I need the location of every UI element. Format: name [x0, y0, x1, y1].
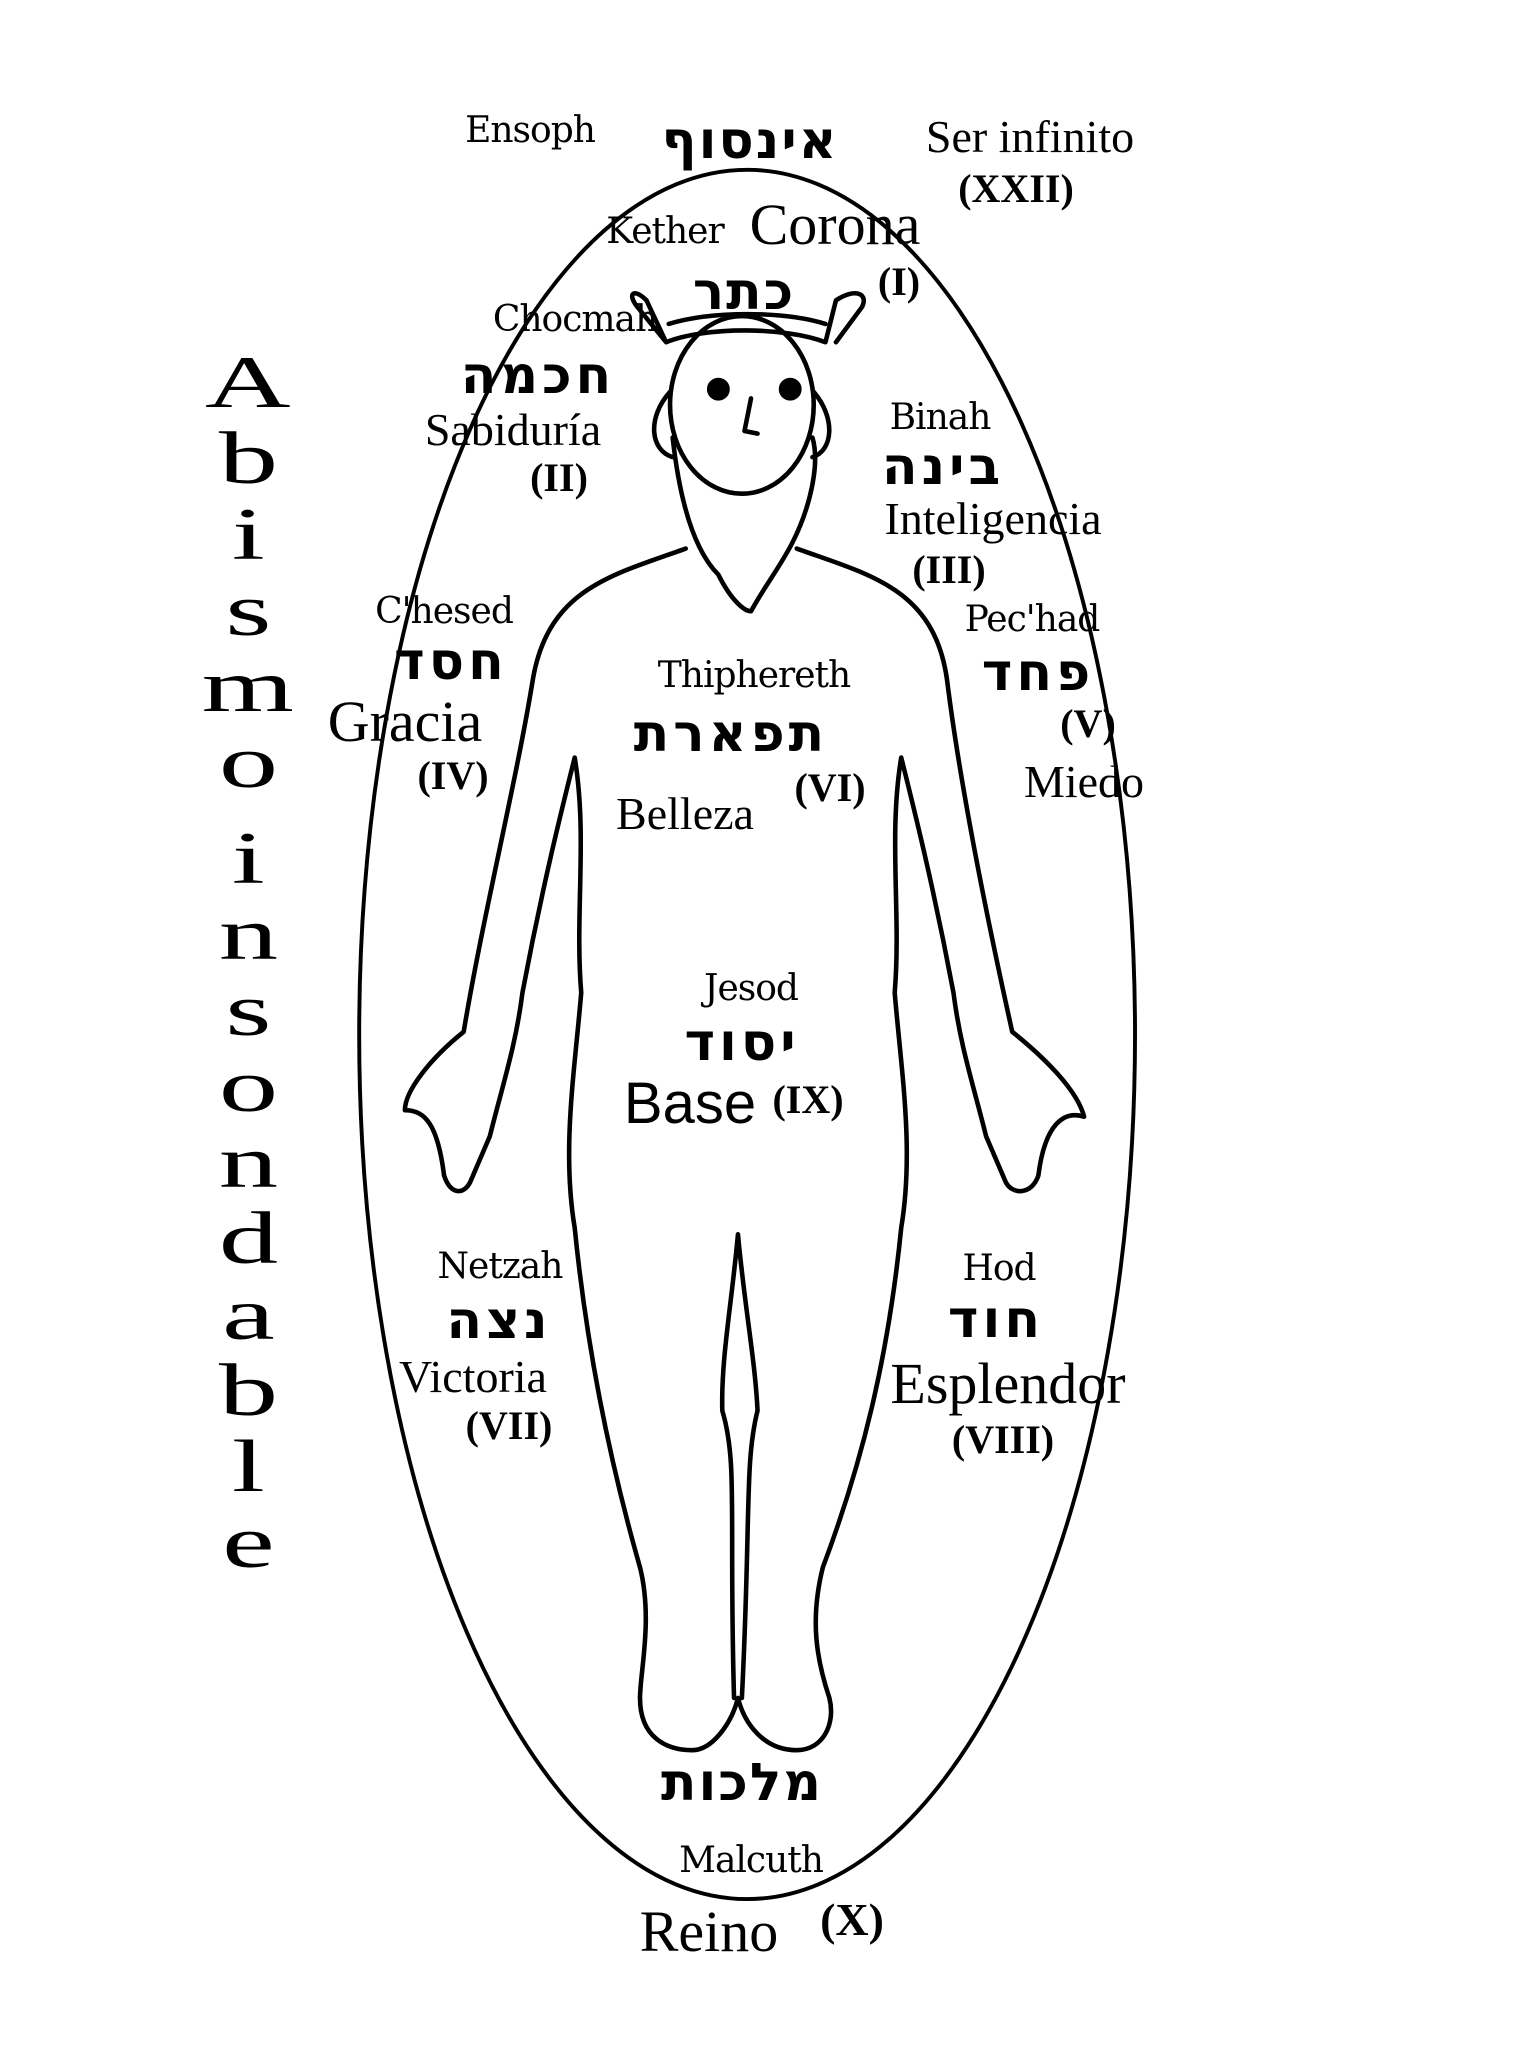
chocmah-hebrew: חכמה — [460, 346, 616, 406]
kether-hebrew: כתר — [692, 262, 796, 322]
nose — [742, 396, 760, 436]
kether-numeral: (I) — [877, 259, 921, 304]
thiphereth-spanish: Belleza — [616, 788, 754, 839]
title-letter: d — [218, 1198, 278, 1280]
title-letter: a — [221, 1274, 275, 1356]
thiphereth-hebrew: תפארת — [633, 704, 829, 764]
crown — [629, 291, 866, 345]
title-letter: n — [218, 1122, 278, 1204]
pechad-hebrew: פחד — [981, 643, 1095, 703]
chocmah-latin: Chocmah — [492, 299, 658, 340]
chocmah-spanish: Sabiduría — [424, 404, 602, 455]
thiphereth-numeral: (VI) — [794, 765, 866, 810]
enclosing-oval — [357, 167, 1137, 1902]
malcuth-latin: Malcuth — [679, 1840, 824, 1881]
netzah-numeral: (VII) — [465, 1403, 553, 1448]
hod-hebrew: חוד — [947, 1290, 1045, 1350]
body-outline — [402, 546, 1087, 1753]
jesod-hebrew: יסוד — [684, 1013, 800, 1073]
binah-hebrew: בינה — [881, 437, 1005, 497]
chocmah-numeral: (II) — [530, 455, 588, 500]
title-letter: o — [218, 1046, 278, 1128]
left-eye — [706, 377, 730, 401]
netzah-latin: Netzah — [437, 1246, 564, 1287]
binah-spanish: Inteligencia — [884, 493, 1102, 544]
title-letter: b — [218, 418, 278, 500]
netzah-spanish: Victoria — [399, 1351, 547, 1402]
title-letter: e — [221, 1502, 275, 1584]
pechad-numeral: (V) — [1060, 701, 1116, 746]
title-letter: b — [218, 1350, 278, 1432]
malcuth-spanish: Reino — [639, 1899, 779, 1964]
hod-numeral: (VIII) — [951, 1417, 1055, 1462]
title-letter: n — [218, 894, 278, 976]
netzah-hebrew: נצה — [446, 1291, 552, 1351]
pechad-latin: Pec'had — [964, 599, 1101, 640]
crown-band — [666, 311, 828, 327]
binah-latin: Binah — [889, 397, 992, 438]
title-letter: A — [205, 342, 291, 424]
hod-spanish: Esplendor — [890, 1351, 1126, 1416]
title-letter: s — [224, 570, 272, 652]
ensoph-numeral: (XXII) — [958, 166, 1074, 211]
title-letter: i — [231, 818, 265, 900]
title-letter: i — [231, 494, 265, 576]
title-letter: o — [218, 722, 278, 804]
abismo-insondable-vertical-title: A b i s m o i n s o n d a b l e — [178, 345, 318, 1581]
head — [667, 313, 816, 496]
title-letter: l — [231, 1426, 265, 1508]
legs-inner-line — [719, 1232, 760, 1701]
chesed-numeral: (IV) — [417, 753, 489, 798]
ensoph-spanish: Ser infinito — [925, 111, 1135, 162]
malcuth-hebrew: מלכות — [661, 1753, 823, 1813]
hair — [651, 389, 832, 460]
thiphereth-latin: Thiphereth — [657, 655, 851, 696]
ensoph-latin: Ensoph — [465, 110, 596, 151]
chesed-hebrew: חסד — [394, 632, 508, 692]
kether-spanish: Corona — [749, 192, 921, 257]
ensoph-hebrew: אינסוף — [661, 111, 839, 171]
jesod-latin: Jesod — [704, 968, 799, 1009]
kether-latin: Kether — [606, 211, 724, 252]
chesed-spanish: Gracia — [327, 689, 483, 754]
binah-numeral: (III) — [912, 547, 986, 592]
chesed-latin: C'hesed — [375, 591, 514, 632]
malcuth-numeral: (X) — [820, 1894, 884, 1945]
hod-latin: Hod — [962, 1248, 1036, 1289]
jesod-spanish: Base — [623, 1071, 757, 1136]
title-letter: m — [201, 646, 295, 728]
jesod-numeral: (IX) — [772, 1077, 844, 1122]
title-letter: s — [224, 970, 272, 1052]
beard — [670, 435, 818, 614]
pechad-spanish: Miedo — [1023, 756, 1145, 807]
right-eye — [778, 377, 802, 401]
